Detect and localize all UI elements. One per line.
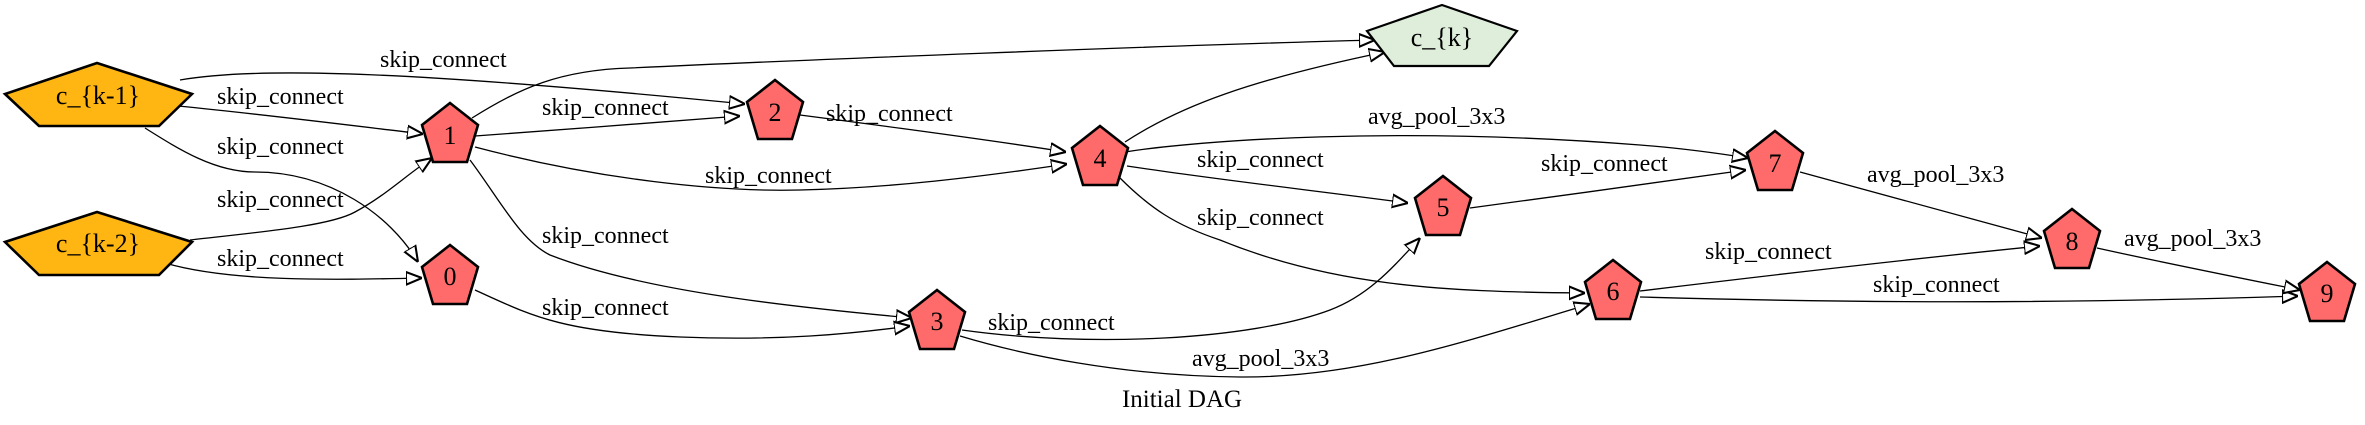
edge-4-to-ck — [1124, 52, 1385, 143]
edge-3-to-5 — [961, 238, 1420, 341]
nodes: c_{k-1} c_{k-2} c_{k} 0 1 2 3 — [2, 3, 2357, 351]
node-6-label: 6 — [1607, 277, 1620, 306]
edge-7-to-8 — [1799, 171, 2042, 238]
edge-4-to-6 — [1119, 177, 1585, 293]
node-5: 5 — [1413, 174, 1473, 237]
node-c-k: c_{k} — [1365, 3, 1519, 68]
node-5-label: 5 — [1437, 193, 1450, 222]
edges — [144, 40, 2300, 378]
edge-label-ck1-2: skip_connect — [380, 47, 507, 73]
node-2-label: 2 — [769, 98, 782, 127]
node-5-shape — [1413, 174, 1473, 237]
edge-ck2-to-1 — [189, 158, 432, 241]
node-8-label: 8 — [2066, 227, 2079, 256]
edge-ck1-to-0 — [144, 127, 418, 262]
node-c-k-2-label: c_{k-2} — [56, 229, 140, 258]
edge-label-2-4: skip_connect — [826, 101, 953, 127]
node-1: 1 — [420, 101, 480, 164]
node-c-k-2: c_{k-2} — [2, 210, 195, 277]
edge-1-to-4 — [474, 146, 1067, 191]
edge-4-to-5 — [1126, 165, 1408, 203]
edge-label-5-7: skip_connect — [1541, 151, 1668, 177]
edge-label-3-5: skip_connect — [988, 310, 1115, 336]
node-c-k-1-shape — [2, 61, 195, 128]
node-c-k-label: c_{k} — [1411, 23, 1474, 52]
edge-label-1-4: skip_connect — [705, 163, 832, 189]
edge-label-6-8: skip_connect — [1705, 239, 1832, 265]
edge-6-to-8 — [1639, 246, 2040, 292]
edge-labels: skip_connect skip_connect skip_connect s… — [217, 47, 2261, 372]
node-0-shape — [420, 243, 480, 306]
edge-label-ck1-1: skip_connect — [217, 84, 344, 110]
node-9-shape — [2297, 260, 2357, 323]
edge-4-to-7 — [1124, 135, 1748, 158]
edge-3-to-6 — [959, 304, 1590, 378]
edge-2-to-4 — [799, 114, 1066, 152]
edge-label-3-6: avg_pool_3x3 — [1192, 346, 1329, 372]
edge-label-ck1-0: skip_connect — [217, 134, 344, 160]
diagram-caption: Initial DAG — [1122, 386, 1242, 413]
node-1-shape — [420, 101, 480, 164]
edge-1-to-2 — [474, 116, 740, 137]
edge-label-7-8: avg_pool_3x3 — [1867, 162, 2004, 188]
node-8: 8 — [2042, 207, 2102, 270]
edge-5-to-7 — [1469, 170, 1746, 209]
edge-label-4-6: skip_connect — [1197, 205, 1324, 231]
edge-1-to-ck — [471, 40, 1375, 119]
node-2: 2 — [745, 78, 805, 141]
edge-label-6-9: skip_connect — [1873, 272, 2000, 298]
edge-label-0-3: skip_connect — [542, 295, 669, 321]
node-4: 4 — [1070, 124, 1130, 187]
node-c-k-shape — [1365, 3, 1519, 68]
edge-label-ck2-1: skip_connect — [217, 187, 344, 213]
edge-ck1-to-2 — [179, 72, 745, 104]
node-4-shape — [1070, 124, 1130, 187]
node-7-shape — [1745, 129, 1805, 192]
edge-ck2-to-0 — [164, 262, 422, 279]
node-6: 6 — [1583, 258, 1643, 321]
edge-label-1-2: skip_connect — [542, 95, 669, 121]
edge-label-ck2-0: skip_connect — [217, 246, 344, 272]
node-c-k-2-shape — [2, 210, 195, 277]
node-0: 0 — [420, 243, 480, 306]
edge-0-to-3 — [474, 289, 910, 339]
node-3-shape — [907, 288, 967, 351]
edge-label-4-7: avg_pool_3x3 — [1368, 104, 1505, 130]
edge-label-4-5: skip_connect — [1197, 147, 1324, 173]
node-7: 7 — [1745, 129, 1805, 192]
node-7-label: 7 — [1769, 149, 1782, 178]
node-9-label: 9 — [2321, 279, 2334, 308]
node-c-k-1-label: c_{k-1} — [56, 81, 140, 110]
node-c-k-1: c_{k-1} — [2, 61, 195, 128]
edge-label-8-9: avg_pool_3x3 — [2124, 226, 2261, 252]
edge-6-to-9 — [1639, 296, 2298, 302]
node-8-shape — [2042, 207, 2102, 270]
edge-8-to-9 — [2096, 247, 2300, 290]
edge-label-1-3: skip_connect — [542, 223, 669, 249]
node-0-label: 0 — [444, 262, 457, 291]
node-4-label: 4 — [1094, 144, 1107, 173]
edge-1-to-3 — [469, 159, 912, 318]
node-9: 9 — [2297, 260, 2357, 323]
node-3: 3 — [907, 288, 967, 351]
node-6-shape — [1583, 258, 1643, 321]
node-3-label: 3 — [931, 307, 944, 336]
node-1-label: 1 — [444, 121, 457, 150]
edge-ck1-to-1 — [177, 105, 423, 134]
node-2-shape — [745, 78, 805, 141]
